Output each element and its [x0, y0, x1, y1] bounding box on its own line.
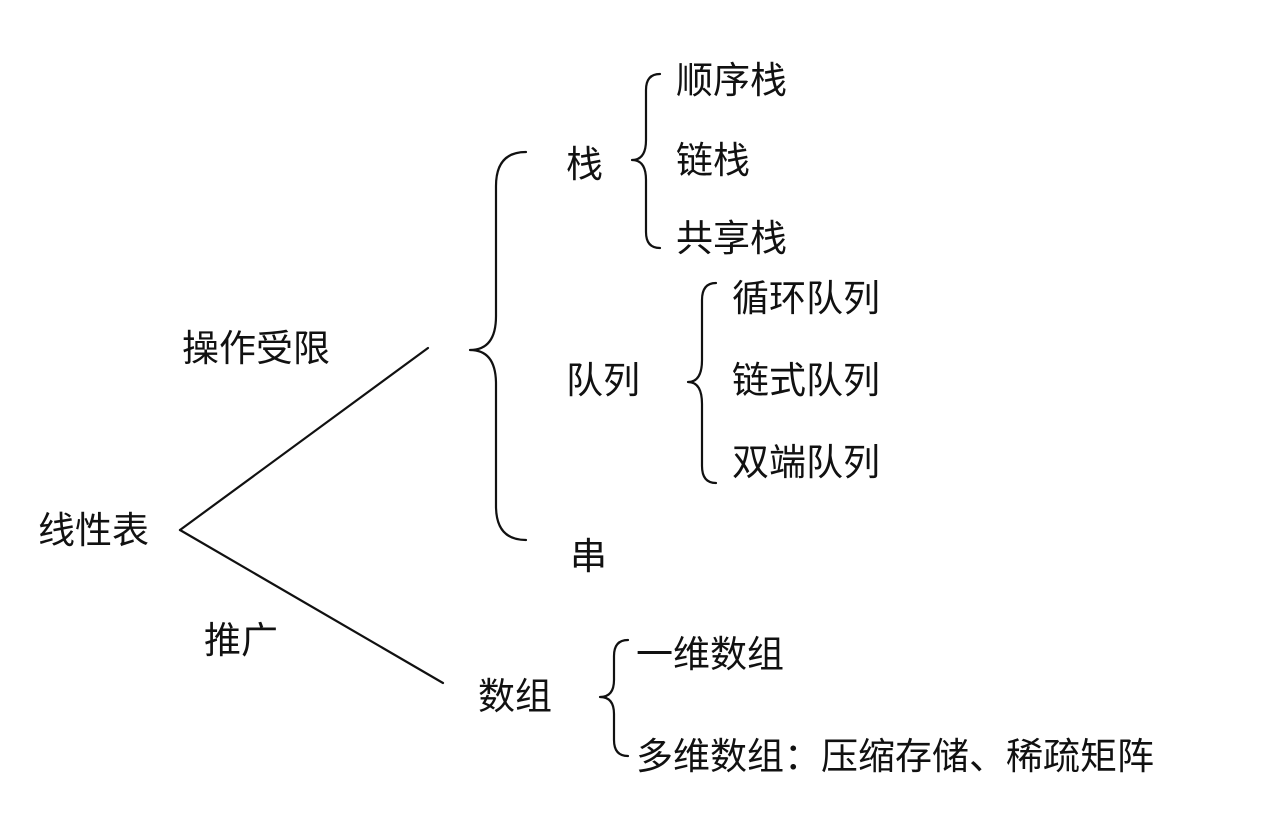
leaf-circular-queue: 循环队列 [732, 277, 880, 320]
leaf-multi-dim-array: 多维数组：压缩存储、稀疏矩阵 [636, 735, 1154, 778]
brace-restricted [468, 150, 528, 542]
leaf-sequential-stack: 顺序栈 [676, 59, 787, 102]
leaf-deque: 双端队列 [732, 441, 880, 484]
root-node: 线性表 [38, 509, 149, 552]
leaf-shared-stack: 共享栈 [676, 217, 787, 260]
branch-line-generalized [178, 528, 445, 685]
leaf-1d-array: 一维数组 [636, 633, 784, 676]
branch-label-restricted: 操作受限 [182, 327, 330, 370]
node-queue: 队列 [566, 359, 640, 402]
brace-array [598, 638, 630, 758]
leaf-linked-queue: 链式队列 [732, 359, 880, 402]
node-stack: 栈 [566, 143, 603, 186]
node-array: 数组 [478, 675, 552, 718]
branch-label-generalized: 推广 [204, 619, 278, 662]
branch-line-restricted [178, 346, 430, 532]
node-string: 串 [570, 535, 607, 578]
brace-queue [686, 281, 718, 485]
leaf-linked-stack: 链栈 [676, 139, 750, 182]
brace-stack [630, 72, 662, 250]
